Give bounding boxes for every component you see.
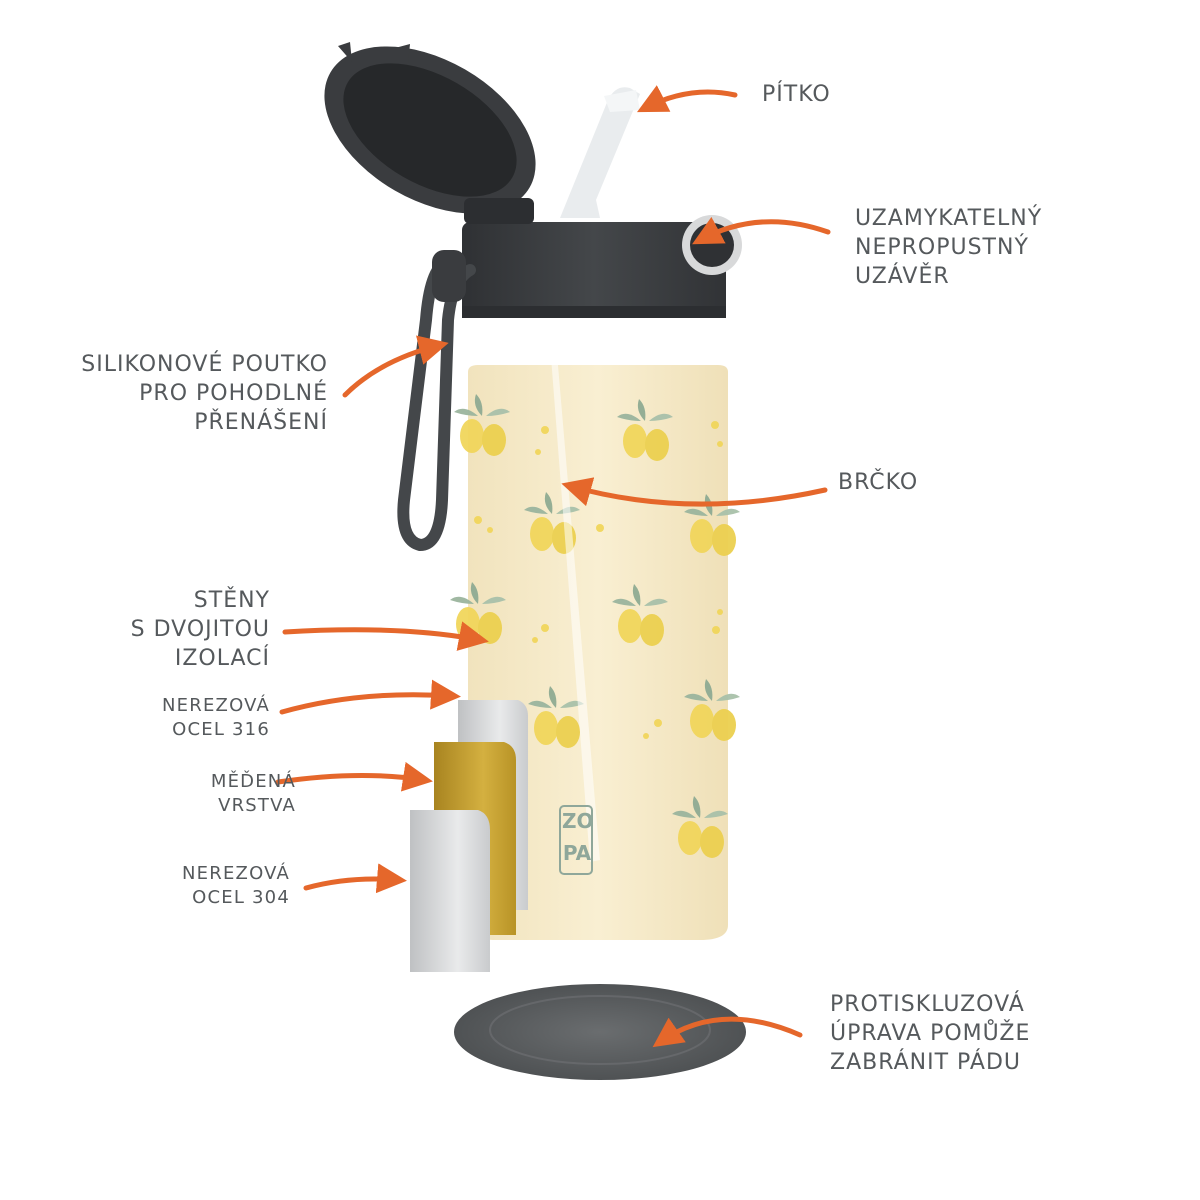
silicone-strap: [397, 250, 476, 552]
arrow-ocel316: [279, 679, 461, 715]
label-protiskluz: PROTISKLUZOVÁ ÚPRAVA POMŮŽE ZABRÁNIT PÁD…: [830, 992, 1031, 1076]
label-pitko: PÍTKO: [762, 82, 831, 107]
mouthpiece: [560, 87, 640, 218]
logo-text-top: ZO: [562, 809, 594, 833]
logo-text-bottom: PA: [562, 841, 592, 865]
label-brcko: BRČKO: [838, 470, 919, 495]
lemon-pattern: [450, 394, 740, 858]
label-ocel316: NEREZOVÁ OCEL 316: [162, 695, 270, 740]
anti-slip-pad: [454, 984, 746, 1080]
lid: [324, 42, 742, 318]
label-poutko: SILIKONOVÉ POUTKO PRO POHODLNÉ PŘENÁŠENÍ: [81, 352, 328, 436]
arrow-steny: [282, 621, 489, 651]
flip-cap: [324, 42, 536, 224]
label-med: MĚĎENÁ VRSTVA: [210, 771, 296, 816]
label-steny: STĚNY S DVOJITOU IZOLACÍ: [130, 588, 270, 672]
steel-304-layer: [410, 810, 490, 972]
straw-tube: [548, 318, 600, 862]
zopa-logo: [559, 805, 593, 875]
arrow-poutko: [342, 335, 449, 398]
arrow-protiskluz: [652, 1016, 803, 1048]
label-uzaver: UZAMYKATELNÝ NEPROPUSTNÝ UZÁVĚR: [855, 206, 1043, 290]
bottle-body: [450, 318, 740, 940]
label-ocel304: NEREZOVÁ OCEL 304: [182, 863, 290, 908]
callout-arrows: [275, 85, 831, 1048]
arrow-med: [275, 761, 433, 792]
arrow-uzaver: [692, 216, 831, 245]
arrow-brcko: [561, 477, 828, 507]
arrow-ocel304: [303, 863, 407, 894]
arrow-pitko: [636, 85, 738, 113]
